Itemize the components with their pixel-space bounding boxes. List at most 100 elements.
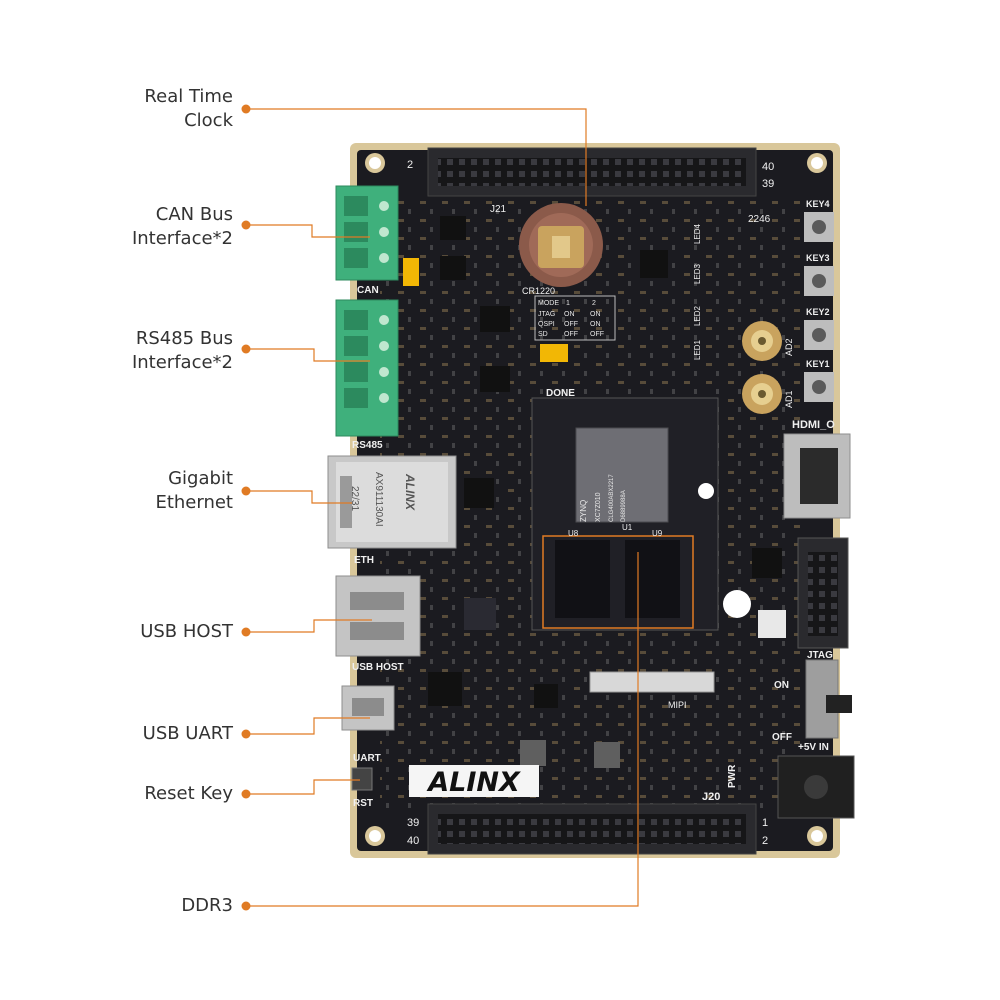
usb-host-port	[335, 575, 421, 657]
leader-dot-reset	[241, 789, 251, 799]
header-j20-pins	[438, 814, 746, 844]
leader-dot-usbhost	[241, 627, 251, 637]
callout-ddr3: DDR3	[181, 894, 233, 918]
silk-u1: U1	[622, 523, 633, 532]
mode-cell: ON	[590, 321, 601, 328]
rs485-terminal-block	[335, 299, 399, 437]
jtag-connector	[797, 537, 849, 649]
silk-pwr: PWR	[727, 764, 738, 788]
silk-u8: U8	[568, 529, 579, 538]
silk-rs485: RS485	[352, 440, 383, 451]
mounting-holes	[365, 153, 827, 846]
silk-on: ON	[774, 680, 789, 691]
fpga-marking: ZYNQ XC7Z010 CLG400ABX2217 D6889988A	[579, 474, 627, 522]
silk-rst: RST	[353, 798, 373, 809]
leader-reset	[246, 779, 360, 795]
user-keys	[804, 212, 834, 402]
callout-rtc: Real Time Clock	[144, 85, 233, 133]
leader-usbuart	[246, 717, 370, 735]
silk-usb-host: USB HOST	[352, 662, 404, 673]
silk-pin-2: 2	[407, 159, 413, 171]
eth-chip-part: AX911130AI	[373, 472, 384, 527]
callout-rtc-line-1: Real Time	[144, 86, 233, 107]
leader-lines	[246, 108, 639, 907]
mode-dip-switch	[540, 344, 568, 362]
leader-dot-ddr3	[241, 901, 251, 911]
mipi-connector	[589, 671, 715, 693]
mode-cell: ON	[564, 311, 575, 318]
silk-pin-40-top: 40	[762, 161, 774, 173]
callout-usb-host: USB HOST	[140, 620, 233, 644]
leader-dots	[241, 104, 251, 911]
dc-power-jack-socket	[804, 775, 828, 799]
silk-can: CAN	[357, 285, 379, 296]
silk-battery: CR1220	[522, 286, 555, 296]
silk-key4: KEY4	[806, 199, 830, 209]
silk-u9: U9	[652, 529, 663, 538]
silk-eth: ETH	[354, 555, 374, 566]
usb-uart-port	[341, 685, 395, 731]
sma-connector-ad1	[742, 374, 782, 414]
leader-usbhost	[246, 619, 372, 633]
callout-eth-line-1: Gigabit	[168, 468, 233, 489]
can-jumper	[403, 258, 419, 286]
leader-dot-eth	[241, 486, 251, 496]
leader-can	[246, 224, 370, 238]
silk-pin-40-bottom: 40	[407, 835, 419, 847]
callout-can: CAN Bus Interface*2	[132, 203, 233, 251]
leader-dot-rtc	[241, 104, 251, 114]
reset-button	[351, 767, 373, 791]
leader-dot-can	[241, 220, 251, 230]
silk-off: OFF	[772, 732, 792, 743]
fpga-part: XC7Z010	[595, 492, 602, 522]
misc-chips	[428, 216, 786, 768]
silk-led1: LED1	[693, 339, 702, 360]
silk-ad1: AD1	[784, 390, 794, 408]
callout-rs485-line-2: Interface*2	[131, 352, 233, 373]
silk-ad2: AD2	[784, 338, 794, 356]
silk-j21: J21	[490, 204, 507, 215]
mode-cell: ON	[590, 311, 601, 318]
callout-usb-uart: USB UART	[143, 722, 233, 746]
mode-cell: JTAG	[538, 311, 555, 318]
fpga-brand: ZYNQ	[579, 500, 588, 522]
mode-cell: OFF	[590, 331, 604, 338]
silk-led4: LED4	[693, 223, 702, 244]
eth-jack-marking: AX911130AI 22/31 ALINX	[349, 472, 417, 527]
power-switch-lever	[826, 695, 852, 713]
core-module	[531, 397, 751, 631]
callout-reset-key-line-1: Reset Key	[144, 783, 233, 804]
silk-done: DONE	[546, 388, 575, 399]
silk-pin-1: 1	[762, 817, 768, 829]
rtc-battery-holder	[519, 203, 603, 287]
mode-table-border	[534, 295, 616, 341]
leader-dot-rs485	[241, 344, 251, 354]
callout-ddr3-line-1: DDR3	[181, 895, 233, 916]
mode-header-0: MODE	[538, 300, 559, 307]
silk-uart: UART	[353, 753, 381, 764]
leader-dot-usbuart	[241, 729, 251, 739]
leader-rtc	[246, 108, 587, 206]
silk-key1: KEY1	[806, 359, 830, 369]
callout-rtc-line-2: Clock	[184, 110, 233, 131]
callout-rs485: RS485 Bus Interface*2	[132, 327, 233, 375]
silk-pin-39-top: 39	[762, 178, 774, 190]
silk-led2: LED2	[693, 305, 702, 326]
header-j21-pins	[438, 158, 746, 186]
mode-header-1: 1	[566, 300, 570, 307]
mode-header-2: 2	[592, 300, 596, 307]
leader-rs485	[246, 348, 370, 362]
eth-chip-brand: ALINX	[403, 473, 417, 511]
silk-mipi: MIPI	[668, 700, 687, 710]
eth-chip-date: 22/31	[349, 486, 360, 511]
silk-pin-39-bottom: 39	[407, 817, 419, 829]
silk-jtag: JTAG	[807, 650, 833, 661]
silk-hdmi: HDMI_O	[792, 419, 835, 431]
callout-usb-uart-line-1: USB UART	[142, 723, 233, 744]
callout-rs485-line-1: RS485 Bus	[135, 328, 233, 349]
ethernet-jack	[327, 455, 457, 549]
mode-cell: SD	[538, 331, 548, 338]
silk-pin-2-bottom: 2	[762, 835, 768, 847]
